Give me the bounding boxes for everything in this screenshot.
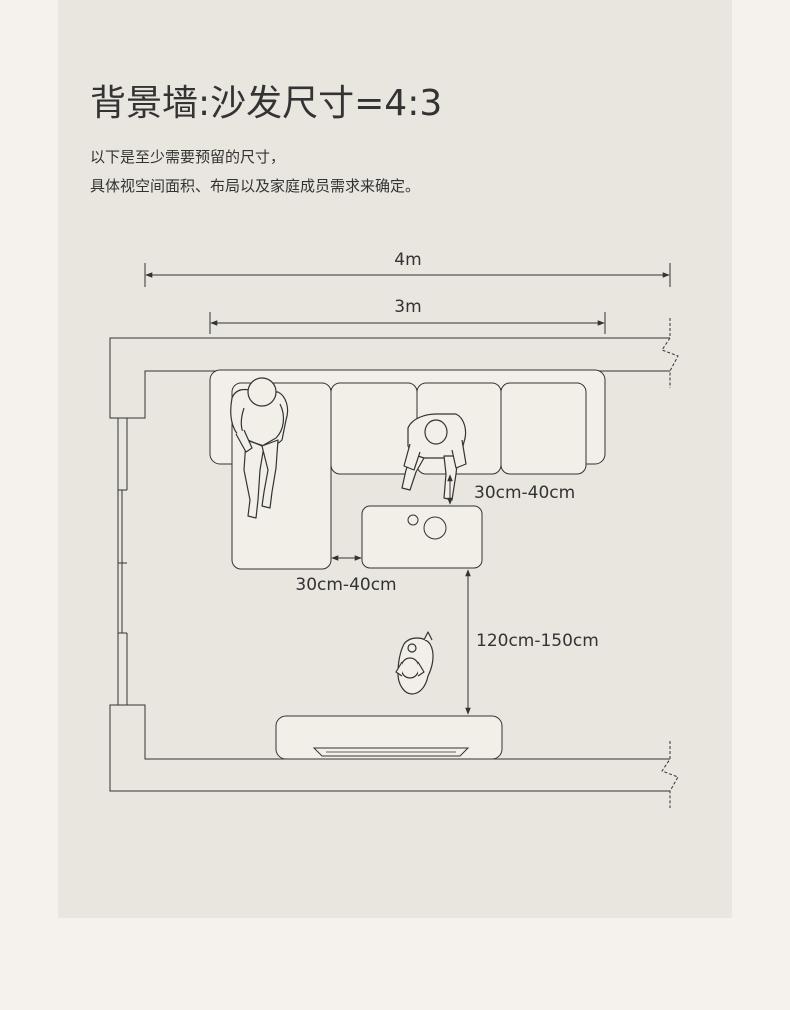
- dimension-sofa-to-table-label: 30cm-40cm: [474, 483, 575, 503]
- dimension-table-to-tv-label: 120cm-150cm: [476, 631, 599, 651]
- dimension-3m: 3m: [209, 297, 606, 334]
- dimension-table-to-tv: 120cm-150cm: [465, 569, 599, 715]
- description-line-2: 具体视空间面积、布局以及家庭成员需求来确定。: [90, 177, 421, 195]
- coffee-table: [361, 505, 483, 569]
- description-line-1: 以下是至少需要预留的尺寸，: [90, 148, 286, 166]
- tv-cabinet: [275, 715, 503, 760]
- page-title: 背景墙:沙发尺寸=4:3: [90, 83, 443, 124]
- dimension-4m-label: 4m: [394, 250, 421, 270]
- dimension-chaise-to-table-label: 30cm-40cm: [295, 575, 396, 595]
- dimension-sofa-to-table: 30cm-40cm: [447, 474, 575, 505]
- dimension-3m-label: 3m: [394, 297, 421, 317]
- person-sitting-icon: [401, 413, 467, 501]
- bowl-icon: [423, 516, 447, 540]
- person-reclining-icon: [230, 377, 289, 519]
- dimension-chaise-to-table: 30cm-40cm: [295, 555, 397, 595]
- dog-icon: [395, 631, 434, 695]
- dimension-4m: 4m: [144, 250, 671, 287]
- cup-icon: [407, 514, 419, 526]
